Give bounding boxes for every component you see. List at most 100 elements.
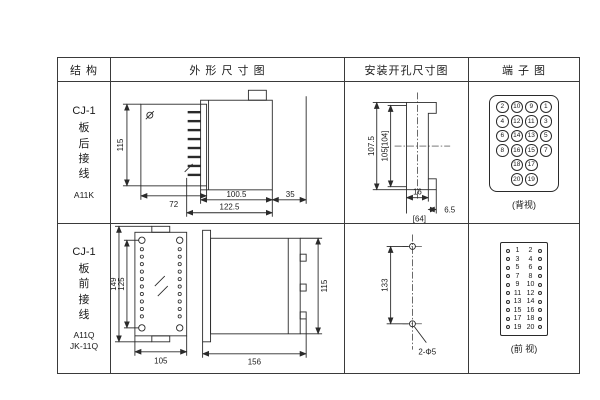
dim-label-width: 72	[169, 199, 178, 208]
dim-label-body: 100.5	[227, 189, 247, 198]
terminal-17: 17	[525, 158, 538, 171]
terminal-15: 15	[525, 144, 538, 157]
side-view-body	[210, 237, 301, 335]
outline-drawing-front: 149 125 105 156 115	[111, 225, 329, 367]
terminal-19: 19	[525, 173, 538, 186]
front-view-outline	[140, 103, 208, 186]
terminal-6: 6	[496, 129, 509, 142]
terminal-13: 13	[513, 298, 522, 306]
column-header-terminal: 端 子 图	[469, 58, 579, 82]
terminal-18: 18	[510, 158, 523, 171]
dim-label-height: 115	[116, 138, 125, 151]
center-lines	[394, 91, 451, 200]
column-header-outline-label: 外 形 尺 寸 图	[189, 64, 266, 77]
relay-pins	[187, 110, 201, 176]
terminal-14: 14	[526, 298, 535, 306]
terminal-13: 13	[525, 129, 538, 142]
terminal-3: 3	[539, 115, 552, 128]
outline-cell-rear: 115 72 100.5 35 122.5	[111, 82, 345, 224]
dim-label-cutout-height: 107.5	[367, 135, 376, 155]
terminal-9: 9	[515, 281, 520, 289]
outline-cell-front: 149 125 105 156 115	[111, 224, 345, 373]
terminal-16: 16	[526, 306, 535, 314]
terminal-row: 11 12	[506, 290, 542, 297]
terminal-6: 6	[528, 264, 533, 272]
dim-label-b: 6.5	[444, 205, 456, 214]
terminal-10: 10	[510, 100, 523, 113]
install-cell-rear: 107.5 105[104] 16 6.5 [64]	[345, 82, 469, 224]
dim-label-depth: 156	[248, 358, 262, 367]
dim-label-c: [64]	[413, 214, 426, 223]
hole-bottom	[409, 320, 416, 328]
terminal-dot	[506, 282, 510, 287]
model-label: CJ-1	[72, 105, 96, 118]
terminal-14: 14	[510, 129, 523, 142]
terminal-dot	[506, 299, 510, 304]
terminal-12: 12	[510, 115, 523, 128]
terminal-dot	[538, 282, 542, 287]
column-header-terminal-label: 端 子 图	[501, 64, 547, 77]
drill-holes	[386, 243, 427, 343]
dim-label-hole-spacing: 133	[381, 278, 390, 292]
column-header-structure: 结 构	[58, 58, 111, 82]
dim-label-hole-spacing: 105[104]	[381, 130, 390, 161]
terminal-18: 18	[526, 315, 535, 323]
terminal-8: 8	[496, 144, 509, 157]
terminal-dot	[506, 308, 510, 313]
terminal-20: 20	[510, 173, 523, 186]
terminal-dot	[538, 257, 542, 262]
terminal-11: 11	[513, 289, 522, 297]
leader-line	[414, 326, 427, 343]
terminal-8: 8	[528, 272, 533, 280]
front-dim-labels: 149 125 105 156 115	[111, 277, 329, 367]
install-drawing-rear: 107.5 105[104] 16 6.5 [64]	[367, 91, 456, 223]
terminal-dot	[538, 299, 542, 304]
column-header-outline: 外 形 尺 寸 图	[111, 58, 345, 82]
terminal-4: 4	[496, 115, 509, 128]
type-code-label: A11K	[73, 189, 95, 200]
outline-drawing-rear: 115 72 100.5 35 122.5	[116, 89, 307, 217]
terminal-dot	[538, 308, 542, 313]
terminal-dot	[506, 274, 510, 279]
dim-label-height-side: 115	[320, 279, 329, 292]
rear-front-view	[122, 102, 208, 200]
dim-label-depth: 35	[286, 189, 295, 198]
rear-dim-labels: 115 72 100.5 35 122.5	[116, 138, 295, 212]
terminal-dot	[506, 257, 510, 262]
column-header-structure-label: 结 构	[69, 64, 99, 77]
terminal-dot	[506, 248, 510, 253]
terminal-1: 1	[515, 247, 520, 255]
terminal-12: 12	[526, 289, 535, 297]
column-header-install: 安装开孔尺寸图	[345, 58, 469, 82]
spec-table: 结 构 外 形 尺 寸 图 安装开孔尺寸图 端 子 图 CJ-1 板 后 接 线…	[57, 57, 580, 374]
terminal-dot	[506, 265, 510, 270]
terminal-2: 2	[528, 247, 533, 255]
terminal-7: 7	[539, 144, 552, 157]
terminal-3: 3	[515, 255, 520, 263]
terminal-dot	[538, 291, 542, 296]
install-dim-labels: 107.5 105[104] 16 6.5 [64]	[367, 130, 456, 223]
terminal-16: 16	[510, 144, 523, 157]
type-code2-label: JK-11Q	[69, 341, 99, 352]
terminal-dot	[506, 316, 510, 321]
rear-side-view	[185, 89, 307, 217]
terminal-20: 20	[526, 323, 535, 331]
terminal-dot	[538, 316, 542, 321]
structure-cell-front-wiring: CJ-1 板 前 接 线 A11Q JK-11Q	[58, 224, 111, 373]
